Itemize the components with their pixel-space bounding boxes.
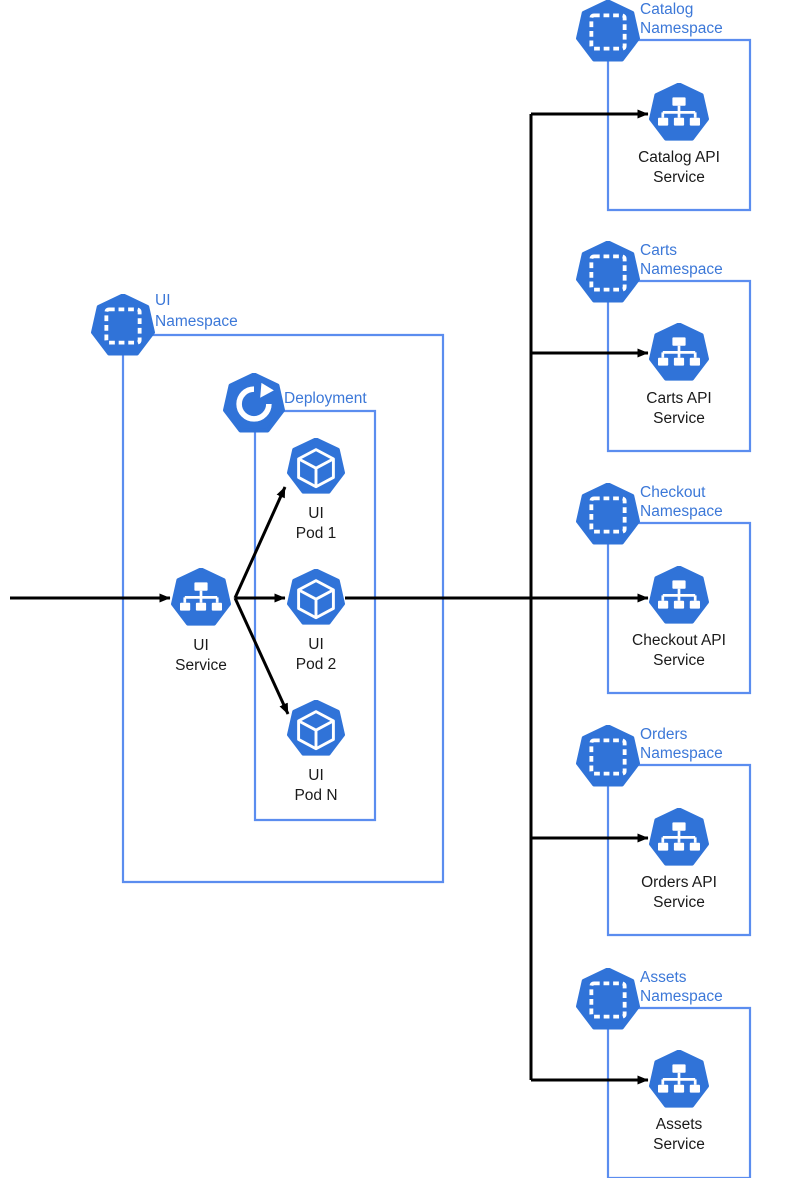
ui-namespace-group[interactable]: UI Namespace Deployment UI Pod 1 (91, 292, 445, 884)
assets-service-label-line1: Assets (656, 1116, 703, 1133)
checkout-api-service-node[interactable]: Checkout API Service (632, 566, 726, 669)
checkout-namespace-boundary (606, 521, 752, 695)
pod-2-label-line1: UI (308, 636, 324, 653)
service-to-pod-1-arrow (233, 486, 287, 599)
ui-service-label-line2: Service (175, 657, 227, 674)
assets-namespace-boundary (606, 1006, 752, 1178)
ui-namespace-boundary (121, 333, 445, 884)
assets-namespace-label-line1: Assets (640, 969, 687, 986)
carts-namespace-label-line1: Carts (640, 242, 677, 259)
pod-n-label-line1: UI (308, 767, 324, 784)
checkout-namespace-group[interactable]: Checkout Namespace Checkout API Service (576, 483, 752, 695)
assets-namespace-label-line2: Namespace (640, 988, 723, 1005)
pod-icon (287, 700, 345, 756)
orders-namespace-boundary (606, 763, 752, 937)
pod-icon (287, 569, 345, 625)
service-icon (649, 808, 709, 866)
pod-node-1[interactable]: UI Pod 1 (287, 438, 345, 542)
catalog-namespace-group[interactable]: Catalog Namespace Catalog API Service (576, 0, 752, 212)
ui-service-label-line1: UI (193, 637, 209, 654)
service-icon (649, 83, 709, 141)
pod-2-label-line2: Pod 2 (296, 656, 337, 673)
ui-namespace-label-line1: UI (155, 292, 171, 309)
deployment-group[interactable]: Deployment UI Pod 1 UI Pod 2 (223, 373, 377, 822)
service-icon (649, 1050, 709, 1108)
pod-icon (287, 438, 345, 494)
carts-namespace-boundary (606, 279, 752, 453)
checkout-namespace-label-line1: Checkout (640, 484, 706, 501)
deployment-label: Deployment (284, 390, 367, 407)
namespace-icon (576, 725, 640, 787)
catalog-namespace-label-line2: Namespace (640, 20, 723, 37)
orders-api-service-node[interactable]: Orders API Service (641, 808, 717, 911)
carts-service-label-line1: Carts API (646, 390, 711, 407)
catalog-service-label-line2: Service (653, 169, 705, 186)
namespace-icon (576, 0, 640, 62)
orders-service-label-line2: Service (653, 894, 705, 911)
catalog-api-service-node[interactable]: Catalog API Service (638, 83, 720, 186)
namespace-icon (91, 294, 155, 356)
pod-1-label-line1: UI (308, 505, 324, 522)
catalog-service-label-line1: Catalog API (638, 149, 720, 166)
checkout-service-label-line2: Service (653, 652, 705, 669)
deployment-boundary (253, 409, 377, 822)
deployment-icon (223, 373, 285, 433)
service-to-pod-n-arrow (233, 597, 290, 715)
carts-service-label-line2: Service (653, 410, 705, 427)
checkout-service-label-line1: Checkout API (632, 632, 726, 649)
service-icon (649, 323, 709, 381)
catalog-namespace-label-line1: Catalog (640, 1, 693, 18)
namespace-icon (576, 241, 640, 303)
assets-namespace-group[interactable]: Assets Namespace Assets Service (576, 968, 752, 1178)
pod-1-label-line2: Pod 1 (296, 525, 337, 542)
orders-service-label-line1: Orders API (641, 874, 717, 891)
catalog-namespace-boundary (606, 38, 752, 212)
carts-namespace-label-line2: Namespace (640, 261, 723, 278)
service-icon (649, 566, 709, 624)
pod-node-n[interactable]: UI Pod N (287, 700, 345, 804)
orders-namespace-label-line1: Orders (640, 726, 688, 743)
orders-namespace-group[interactable]: Orders Namespace Orders API Service (576, 725, 752, 937)
namespace-icon (576, 483, 640, 545)
pod-node-2[interactable]: UI Pod 2 (287, 569, 345, 673)
service-icon (171, 568, 231, 626)
ui-service-node[interactable]: UI Service (171, 568, 231, 674)
carts-api-service-node[interactable]: Carts API Service (646, 323, 712, 427)
carts-namespace-group[interactable]: Carts Namespace Carts API Service (576, 241, 752, 453)
pod-n-label-line2: Pod N (294, 787, 337, 804)
assets-service-node[interactable]: Assets Service (649, 1050, 709, 1153)
orders-namespace-label-line2: Namespace (640, 745, 723, 762)
ui-namespace-label-line2: Namespace (155, 313, 238, 330)
checkout-namespace-label-line2: Namespace (640, 503, 723, 520)
namespace-icon (576, 968, 640, 1030)
assets-service-label-line2: Service (653, 1136, 705, 1153)
